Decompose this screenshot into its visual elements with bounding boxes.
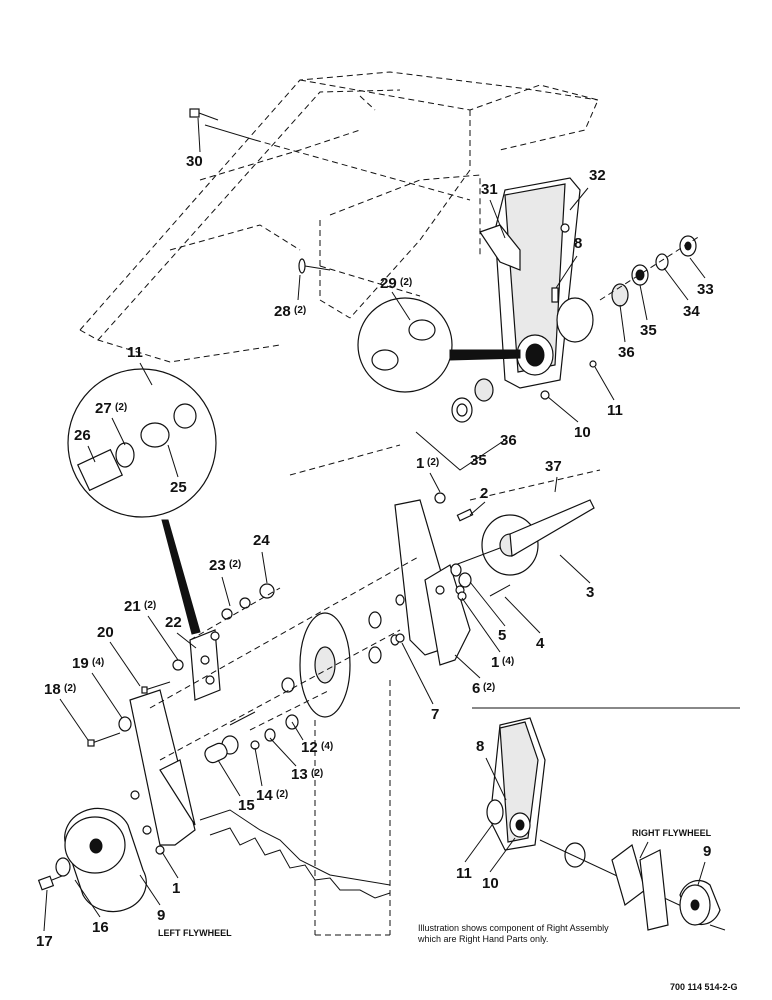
- callout-29-qty: (2): [400, 277, 412, 288]
- callout-6-qty: (2): [483, 682, 495, 693]
- callout-33: 33: [697, 281, 714, 298]
- callout-31: 31: [481, 181, 498, 198]
- zoom-circle-25-icon: [67, 368, 217, 635]
- callout-37: 37: [545, 458, 562, 475]
- callout-11b: 11: [607, 402, 623, 419]
- callout-10b: 10: [482, 875, 499, 892]
- callout-14: 14: [256, 787, 273, 804]
- callout-36a: 36: [618, 344, 635, 361]
- drawing-part-number: 700 114 514-2-G: [670, 982, 738, 992]
- callout-10a: 10: [574, 424, 591, 441]
- bracket-22-icon: [189, 629, 221, 701]
- callout-18-qty: (2): [64, 683, 76, 694]
- callout-13-qty: (2): [311, 768, 323, 779]
- callout-28: 28: [274, 303, 291, 320]
- callout-28-qty: (2): [294, 305, 306, 316]
- bearing-housing-upper-icon: [479, 177, 597, 400]
- callout-14-qty: (2): [276, 789, 288, 800]
- callout-17: 17: [36, 933, 53, 950]
- callout-34: 34: [683, 303, 700, 320]
- left-flywheel-caption: LEFT FLYWHEEL: [158, 928, 232, 938]
- sprocket-center-icon: [299, 612, 351, 718]
- note-line-1: Illustration shows component of Right As…: [418, 923, 609, 933]
- callout-3: 3: [586, 584, 594, 601]
- callout-13: 13: [291, 766, 308, 783]
- callout-27-qty: (2): [115, 402, 127, 413]
- callout-23-qty: (2): [229, 559, 241, 570]
- zoom-circle-29-icon: [357, 297, 521, 393]
- callout-5: 5: [498, 627, 506, 644]
- callout-1b: 1: [491, 654, 499, 671]
- callout-36b: 36: [500, 432, 517, 449]
- bearing-stack-lower-icon: [415, 378, 506, 471]
- callout-27: 27: [95, 400, 112, 417]
- mount-plates-icon: [129, 499, 471, 855]
- callout-11a: 11: [127, 344, 143, 361]
- callout-18: 18: [44, 681, 61, 698]
- callout-1c: 1: [172, 880, 180, 897]
- callout-8a: 8: [574, 235, 582, 252]
- drive-shaft-icon: [454, 499, 595, 576]
- callout-7: 7: [431, 706, 439, 723]
- right-flywheel-caption: RIGHT FLYWHEEL: [632, 828, 712, 838]
- callout-1a: 1: [416, 455, 424, 472]
- callout-12: 12: [301, 739, 318, 756]
- callout-19: 19: [72, 655, 89, 672]
- callout-2: 2: [480, 485, 488, 502]
- callout-21-qty: (2): [144, 600, 156, 611]
- left-flywheel-icon: [37, 807, 147, 913]
- leader-lines: [43, 117, 706, 932]
- right-assembly-inset: [472, 707, 740, 931]
- callout-19-qty: (4): [92, 657, 104, 668]
- callout-20: 20: [97, 624, 114, 641]
- callout-6: 6: [472, 680, 480, 697]
- bolts-icon: [87, 584, 511, 747]
- header-frame: [79, 71, 599, 363]
- callout-12-qty: (4): [321, 741, 333, 752]
- callout-1a-qty: (2): [427, 457, 439, 468]
- callout-9b: 9: [703, 843, 711, 860]
- callout-23: 23: [209, 557, 226, 574]
- callout-24: 24: [253, 532, 270, 549]
- callout-9a: 9: [157, 907, 165, 924]
- callout-1b-qty: (4): [502, 656, 514, 667]
- guide-lines: [149, 444, 601, 936]
- callout-29: 29: [380, 275, 397, 292]
- callout-11c: 11: [456, 865, 472, 882]
- callout-4: 4: [536, 635, 545, 652]
- note-line-2: which are Right Hand Parts only.: [417, 934, 548, 944]
- callout-25: 25: [170, 479, 187, 496]
- callout-labels: 303132829(2)28(2)3334353611111027(2)2635…: [36, 153, 714, 950]
- callout-30: 30: [186, 153, 203, 170]
- bolt-30-icon: [189, 108, 219, 121]
- callout-32: 32: [589, 167, 606, 184]
- callout-8b: 8: [476, 738, 484, 755]
- callout-22: 22: [165, 614, 182, 631]
- callout-15: 15: [238, 797, 255, 814]
- callout-26: 26: [74, 427, 91, 444]
- cutter-bar-icon: [199, 809, 391, 899]
- callout-35b: 35: [470, 452, 487, 469]
- bolt-28-icon: [298, 258, 331, 274]
- callout-21: 21: [124, 598, 141, 615]
- callout-16: 16: [92, 919, 109, 936]
- callout-35a: 35: [640, 322, 657, 339]
